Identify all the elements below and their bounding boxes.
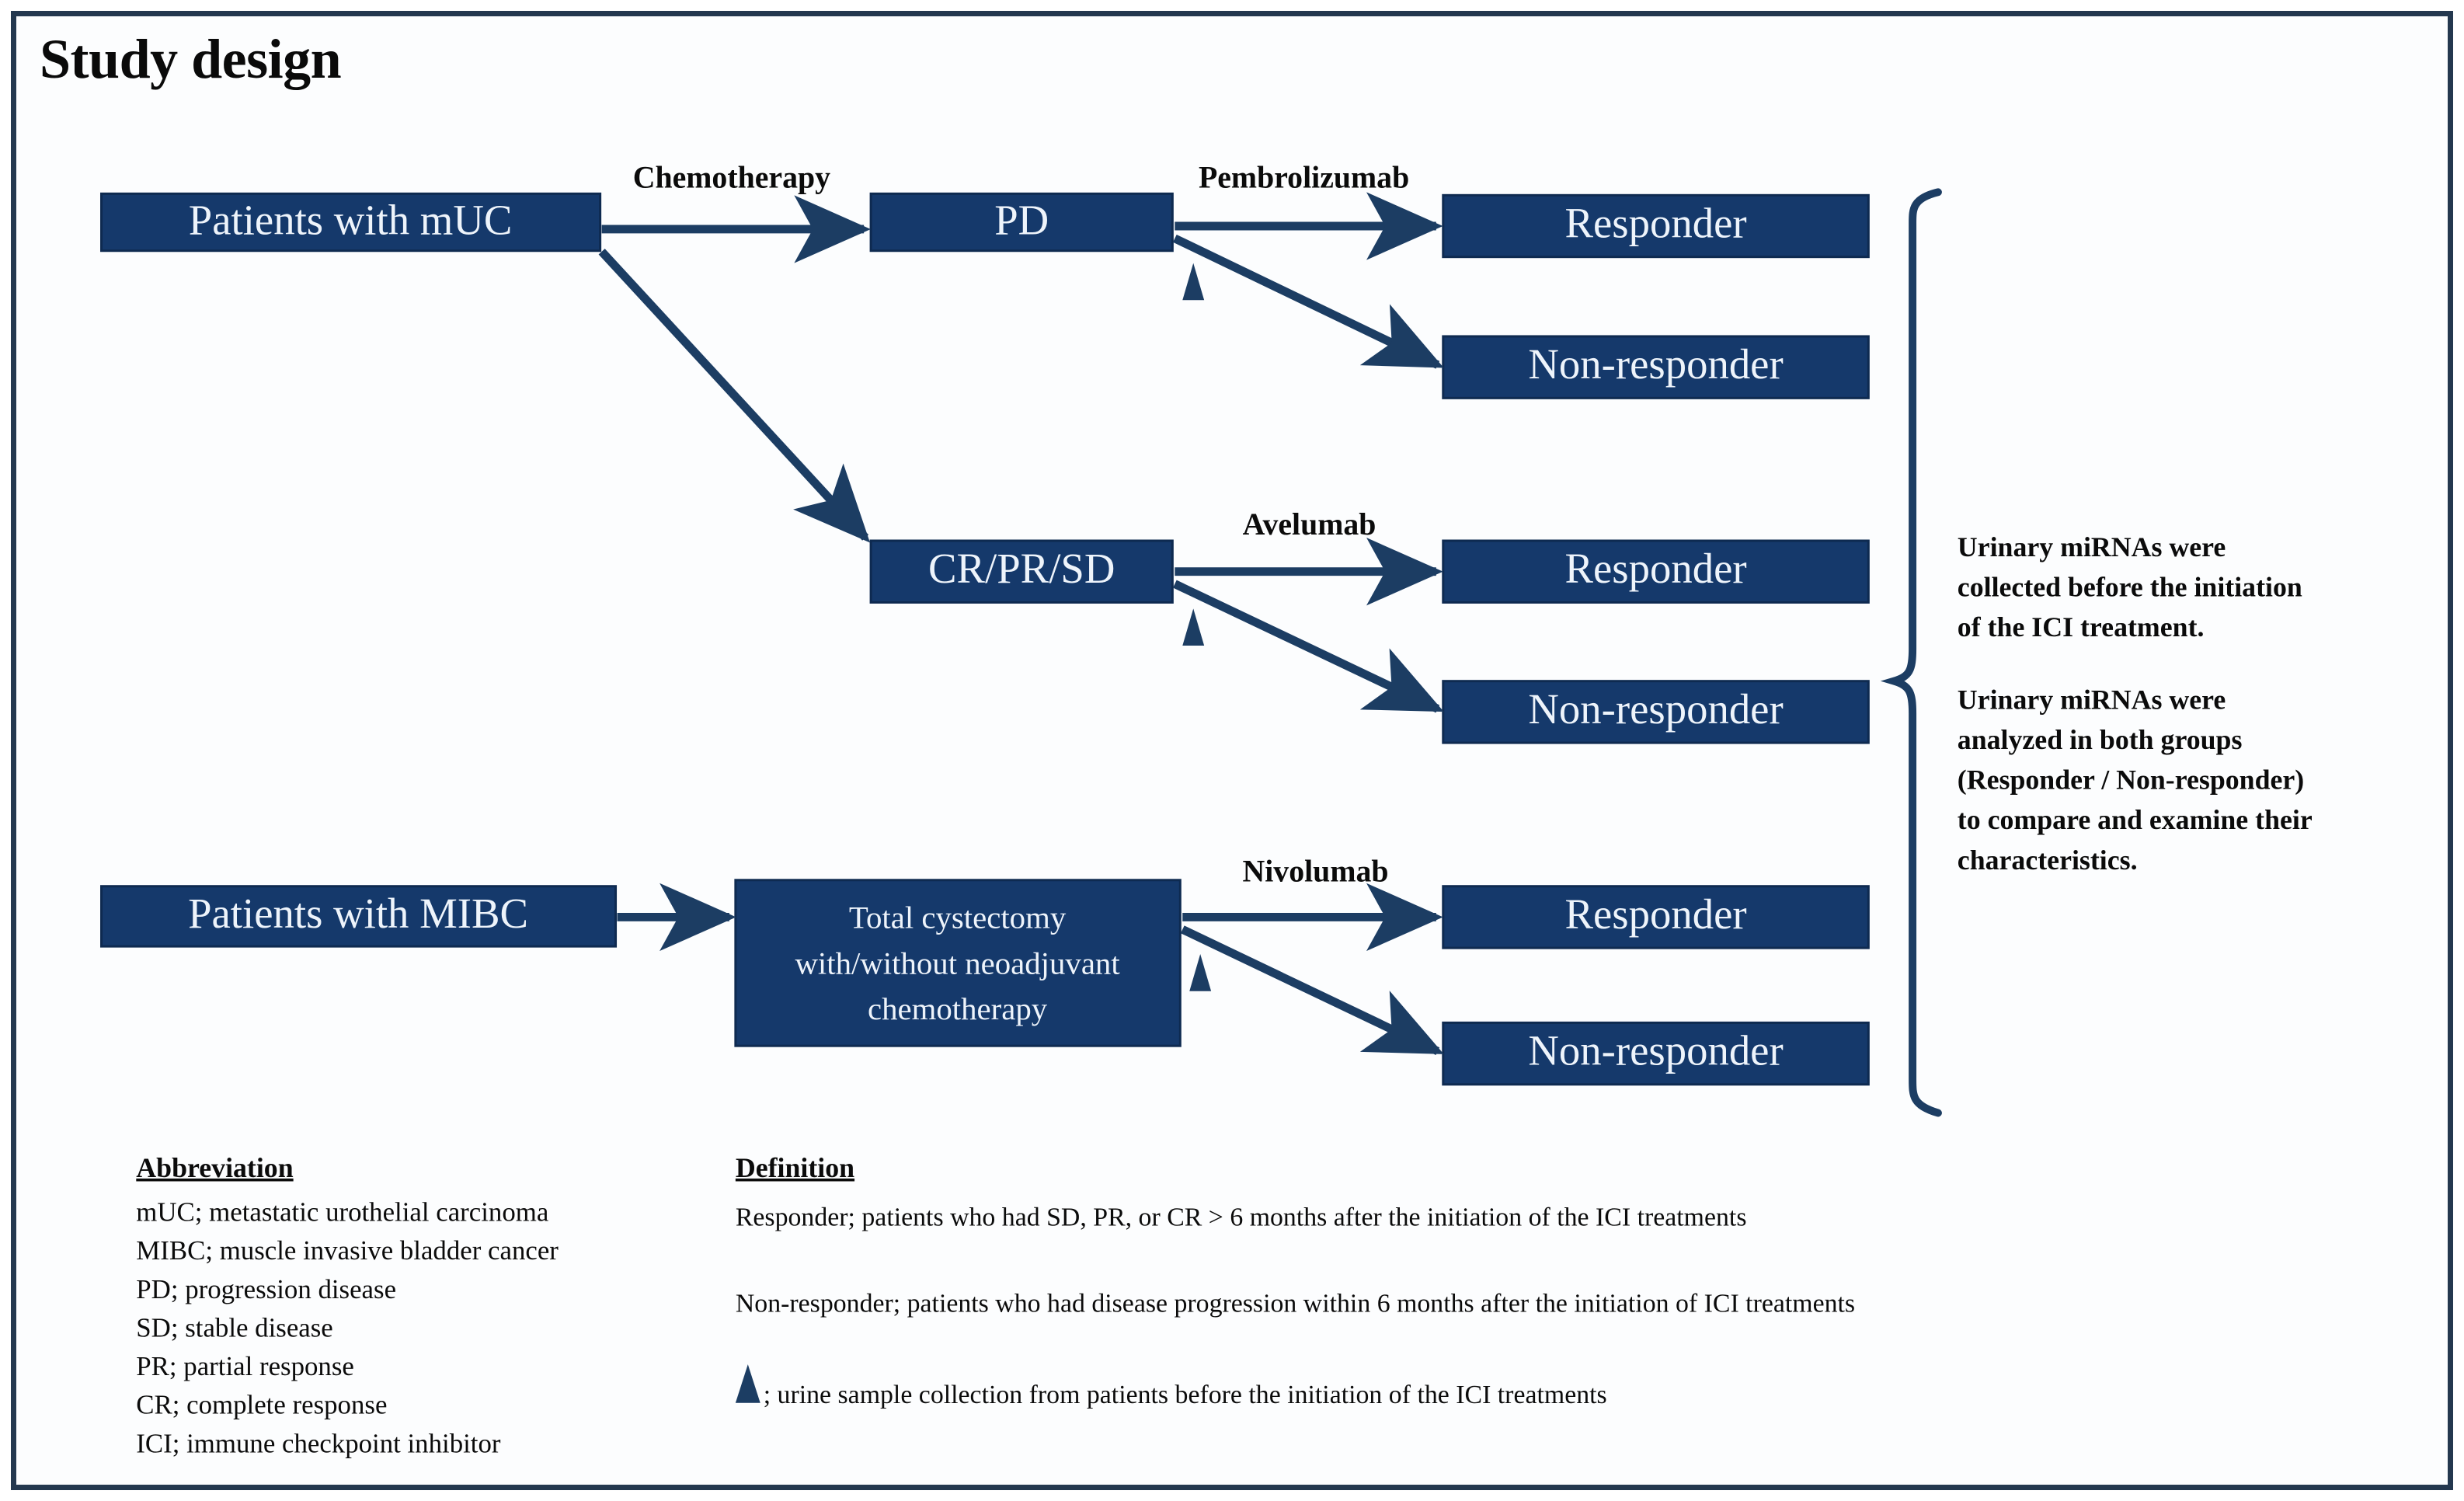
- legend-item: CR; complete response: [136, 1390, 387, 1420]
- node-label-line1: Total cystectomy: [849, 900, 1067, 935]
- edge-label-avelumab: Avelumab: [1243, 507, 1376, 542]
- side-note-analysis: Urinary miRNAs were analyzed in both gro…: [1958, 684, 2313, 875]
- marker-definition: ; urine sample collection from patients …: [764, 1381, 1607, 1409]
- node-label: Patients with mUC: [189, 197, 513, 244]
- side-note-line: Urinary miRNAs were: [1958, 684, 2226, 715]
- urine-sample-triangle-icon: [735, 1364, 760, 1403]
- side-note-line: collected before the initiation: [1958, 572, 2302, 603]
- arrow-crprsd-to-nonresponder: [1172, 580, 1444, 713]
- definition-item: Non-responder; patients who had disease …: [736, 1290, 1855, 1318]
- figure-frame: Study design Patients with mUC PD: [11, 11, 2453, 1490]
- node-nonresponder-2: Non-responder: [1442, 680, 1870, 744]
- node-responder-3: Responder: [1442, 885, 1870, 949]
- side-note-collection: Urinary miRNAs were collected before the…: [1958, 531, 2302, 643]
- node-pd: PD: [869, 192, 1174, 252]
- legend-item: PD; progression disease: [136, 1274, 396, 1304]
- side-note-line: Urinary miRNAs were: [1958, 531, 2226, 562]
- urine-sample-triangle-icon: [1182, 608, 1205, 646]
- urine-sample-triangle-icon: [1182, 263, 1205, 301]
- node-responder-1: Responder: [1442, 193, 1870, 259]
- definition-item: Responder; patients who had SD, PR, or C…: [736, 1203, 1747, 1232]
- side-note-line: to compare and examine their: [1958, 804, 2313, 835]
- page-title: Study design: [40, 28, 342, 90]
- node-label: Non-responder: [1528, 340, 1783, 388]
- node-label: PD: [994, 197, 1049, 244]
- edge-label-nivolumab: Nivolumab: [1243, 855, 1389, 889]
- legend-abbreviation: Abbreviation mUC; metastatic urothelial …: [136, 1152, 559, 1458]
- legend-item: PR; partial response: [136, 1351, 354, 1381]
- node-responder-2: Responder: [1442, 539, 1870, 604]
- side-note-line: characteristics.: [1958, 845, 2138, 876]
- node-label: Patients with MIBC: [188, 890, 528, 937]
- legend-item: SD; stable disease: [136, 1312, 332, 1343]
- grouping-brace: [1880, 188, 1942, 1117]
- side-note-line: (Responder / Non-responder): [1958, 764, 2304, 796]
- edge-label-pembrolizumab: Pembrolizumab: [1199, 160, 1409, 194]
- node-total-cystectomy: Total cystectomy with/without neoadjuvan…: [734, 879, 1182, 1047]
- legend-heading-definition: Definition: [736, 1152, 854, 1183]
- node-label-line3: chemotherapy: [868, 991, 1048, 1026]
- node-label: Responder: [1565, 200, 1747, 247]
- legend-definition: Definition Responder; patients who had S…: [736, 1152, 1855, 1409]
- node-label: Responder: [1565, 545, 1747, 592]
- node-label-line2: with/without neoadjuvant: [795, 946, 1120, 980]
- node-label: Non-responder: [1528, 1027, 1783, 1074]
- node-patients-mibc: Patients with MIBC: [100, 885, 618, 948]
- node-patients-muc: Patients with mUC: [100, 192, 602, 252]
- urine-sample-triangle-icon: [1189, 954, 1212, 991]
- node-crprsd: CR/PR/SD: [869, 539, 1174, 604]
- side-note-line: of the ICI treatment.: [1958, 611, 2205, 643]
- arrow-muc-to-crprsd: [598, 249, 871, 543]
- node-label: CR/PR/SD: [928, 545, 1115, 592]
- node-label: Responder: [1565, 890, 1747, 938]
- legend-heading-abbreviation: Abbreviation: [136, 1152, 293, 1183]
- node-nonresponder-3: Non-responder: [1442, 1021, 1870, 1086]
- legend-item: MIBC; muscle invasive bladder cancer: [136, 1235, 559, 1266]
- edge-label-chemotherapy: Chemotherapy: [633, 160, 830, 194]
- legend-item: ICI; immune checkpoint inhibitor: [136, 1428, 501, 1458]
- node-nonresponder-1: Non-responder: [1442, 335, 1870, 399]
- study-design-diagram: Patients with mUC PD CR/PR/SD Patients w…: [100, 160, 2313, 1458]
- side-note-line: analyzed in both groups: [1958, 724, 2243, 755]
- arrow-pd-to-nonresponder: [1172, 234, 1444, 369]
- legend-item: mUC; metastatic urothelial carcinoma: [136, 1197, 548, 1228]
- arrow-cystectomy-to-nonresponder: [1180, 925, 1444, 1056]
- node-label: Non-responder: [1528, 685, 1783, 733]
